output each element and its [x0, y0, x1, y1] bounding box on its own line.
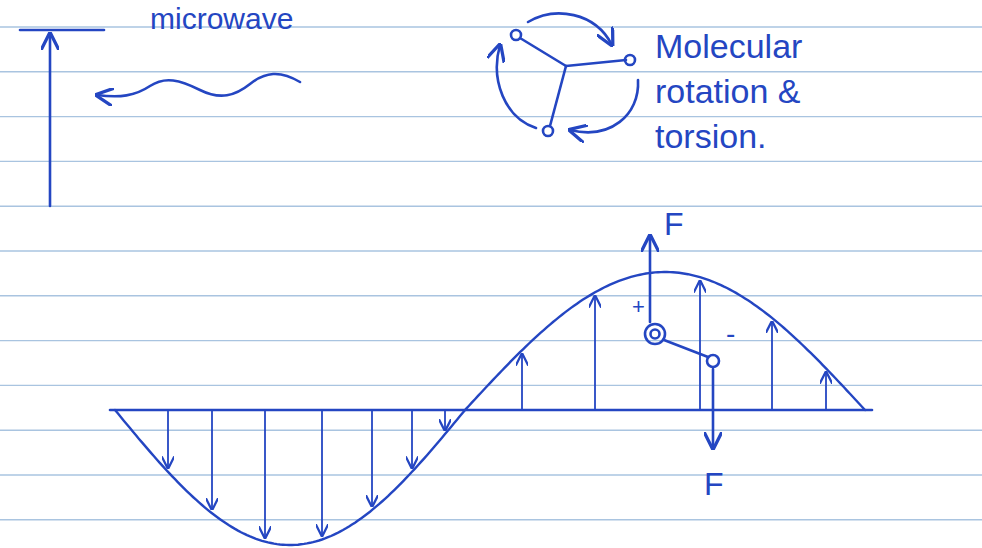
ruled-line [0, 340, 982, 341]
field-arrow [167, 410, 169, 468]
field-arrow [371, 410, 373, 506]
wave-arrow [97, 74, 300, 96]
bond [566, 60, 626, 66]
field-arrow [264, 410, 266, 538]
ruled-line [0, 205, 982, 206]
field-arrow [321, 410, 323, 536]
bond [550, 66, 566, 126]
field-arrow [771, 322, 773, 410]
force-arrow [649, 236, 652, 322]
caption-note: Molecular rotation & torsion. [655, 24, 870, 159]
positive-atom [645, 324, 665, 344]
field-arrow [699, 281, 701, 410]
ruled-line [0, 71, 982, 72]
antenna-bar [20, 29, 104, 32]
wave-label: microwave [150, 2, 293, 36]
positive-atom [651, 330, 660, 339]
ruled-line [0, 385, 982, 386]
force-label: F [704, 466, 724, 503]
atom [543, 126, 553, 136]
rotation-arrow [497, 45, 536, 128]
axis [110, 409, 872, 412]
atom [511, 30, 521, 40]
ruled-line [0, 116, 982, 117]
field-arrow [521, 354, 523, 410]
ruled-line [0, 430, 982, 431]
negative-atom [707, 355, 719, 367]
field-arrow [211, 410, 213, 509]
force-arrow [712, 369, 715, 448]
ruled-line [0, 161, 982, 162]
ruled-line [0, 519, 982, 520]
bond [520, 38, 566, 66]
rotation-arrow [528, 13, 612, 45]
force-label: F [664, 206, 684, 243]
charge-sign: - [726, 318, 735, 350]
field-arrow [594, 296, 596, 410]
antenna-mast [49, 34, 52, 206]
rotation-arrow [570, 80, 638, 132]
field-arrow [825, 372, 827, 410]
ruled-line [0, 295, 982, 296]
ruled-line [0, 250, 982, 251]
ruled-line [0, 474, 982, 475]
field-arrow [444, 410, 446, 430]
field-arrow [411, 410, 413, 468]
dipole-bond [664, 340, 708, 357]
atom [625, 55, 635, 65]
charge-sign: + [632, 294, 645, 320]
ruled-line [0, 26, 982, 27]
sine-wave [115, 272, 865, 545]
